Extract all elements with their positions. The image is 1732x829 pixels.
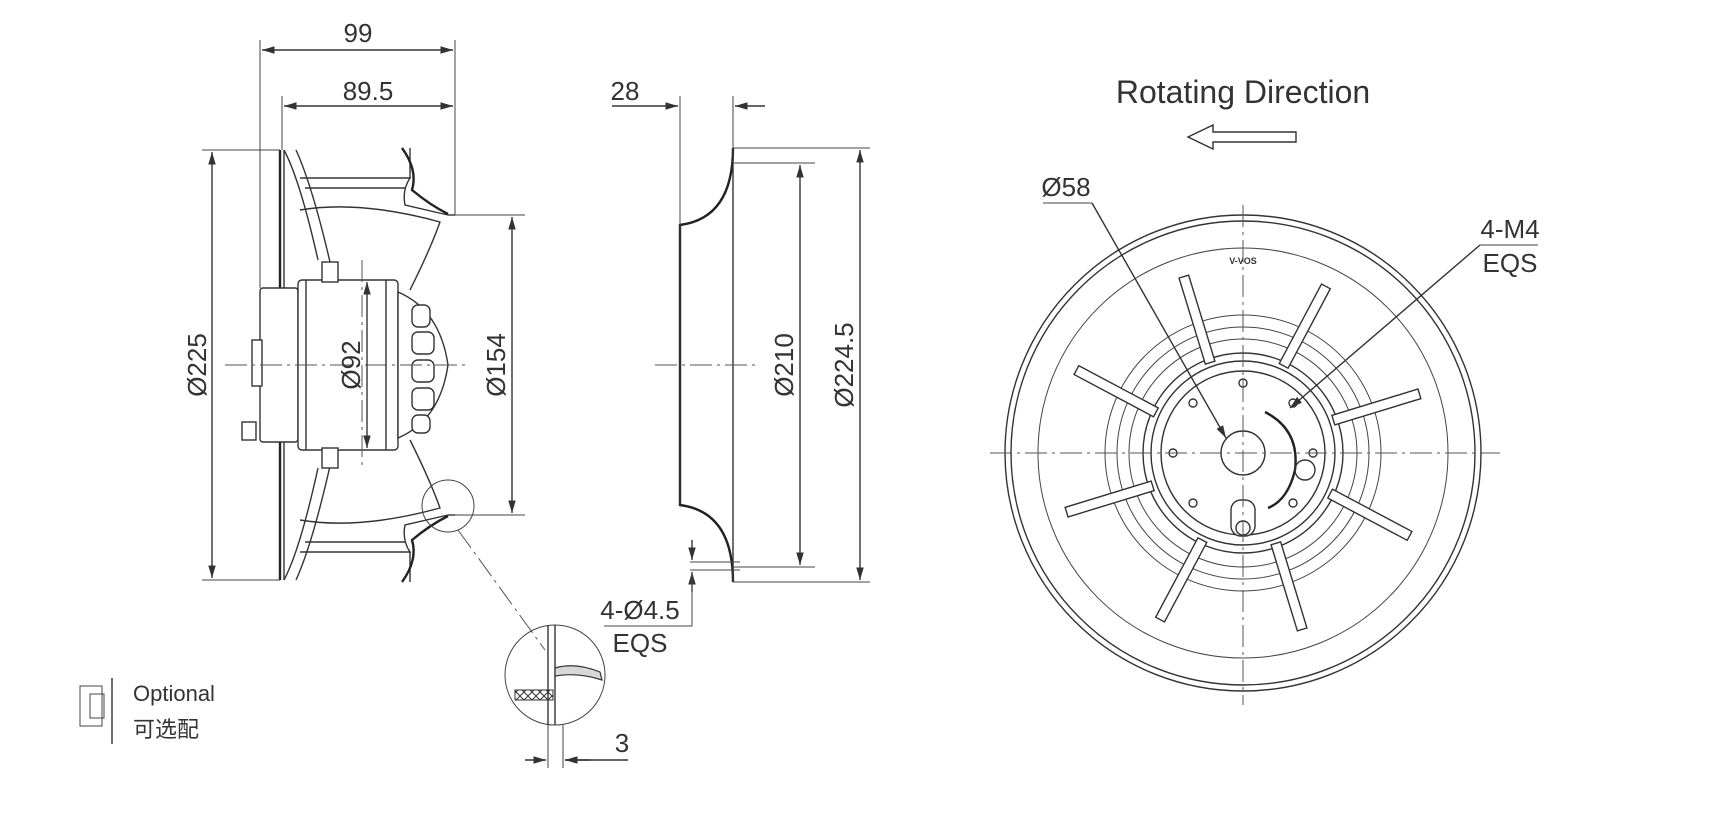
dim-impeller-width: 89.5 <box>343 76 394 106</box>
dim-threads: 4-M4 <box>1480 214 1539 244</box>
dim-gap: 3 <box>615 728 629 758</box>
dim-motor-diameter: Ø92 <box>336 340 366 389</box>
rotating-direction-title: Rotating Direction <box>1116 74 1370 110</box>
dim-impeller-diameter: Ø225 <box>182 333 212 397</box>
dim-overall-width: 99 <box>344 18 373 48</box>
dim-hub-diameter: Ø58 <box>1041 172 1090 202</box>
dim-ring-outer-diameter: Ø224.5 <box>829 322 859 407</box>
optional-label-en: Optional <box>133 681 215 706</box>
side-view: 99 89.5 Ø225 Ø92 Ø154 <box>182 18 546 651</box>
rotation-arrow-icon <box>1186 123 1297 151</box>
inlet-ring-view: 28 Ø210 Ø224.5 4-Ø4.5 EQS <box>600 76 870 658</box>
optional-legend: Optional 可选配 <box>79 678 215 744</box>
dim-flange-depth: 28 <box>611 76 640 106</box>
detail-view: 3 <box>504 624 629 768</box>
dim-inlet-diameter: Ø154 <box>481 333 511 397</box>
dim-ring-inner-diameter: Ø210 <box>769 333 799 397</box>
dim-mount-holes: 4-Ø4.5 <box>600 595 680 625</box>
dim-mount-holes-note: EQS <box>613 628 668 658</box>
optional-label-cn: 可选配 <box>133 717 199 742</box>
front-view: Rotating Direction <box>990 74 1540 705</box>
dim-threads-note: EQS <box>1483 248 1538 278</box>
